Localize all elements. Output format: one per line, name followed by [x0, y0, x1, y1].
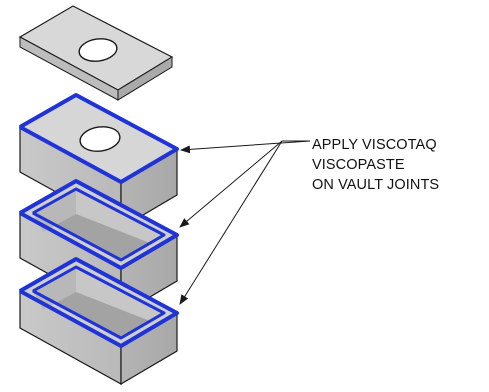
top-section-access-hole — [79, 126, 121, 152]
base-section — [18, 257, 179, 386]
leader-line-riser — [179, 140, 283, 228]
riser-lid — [18, 5, 174, 101]
lid-right-edge — [117, 56, 173, 101]
leader-lines — [179, 140, 311, 305]
leader-line-base — [179, 140, 283, 305]
callout-line-2: VISCOPASTE — [312, 157, 405, 173]
top-section-sealant — [19, 93, 179, 184]
lid-access-hole — [78, 38, 118, 62]
riser-inner-side-wall — [76, 189, 164, 243]
callout-line-1: APPLY VISCOTAQ — [312, 137, 437, 153]
callout-line-3: ON VAULT JOINTS — [312, 177, 440, 193]
riser-sealant-outer — [19, 179, 179, 270]
riser-sealant-inner — [32, 187, 166, 262]
base-inner-side-wall — [76, 267, 164, 321]
base-inner-back-wall — [33, 267, 76, 310]
leader-line-top — [180, 140, 311, 154]
riser-inner-back-wall — [33, 189, 76, 232]
base-sealant-inner — [32, 265, 166, 340]
base-sealant-outer — [19, 257, 179, 348]
callout-note: APPLY VISCOTAQ VISCOPASTE ON VAULT JOINT… — [312, 135, 439, 195]
